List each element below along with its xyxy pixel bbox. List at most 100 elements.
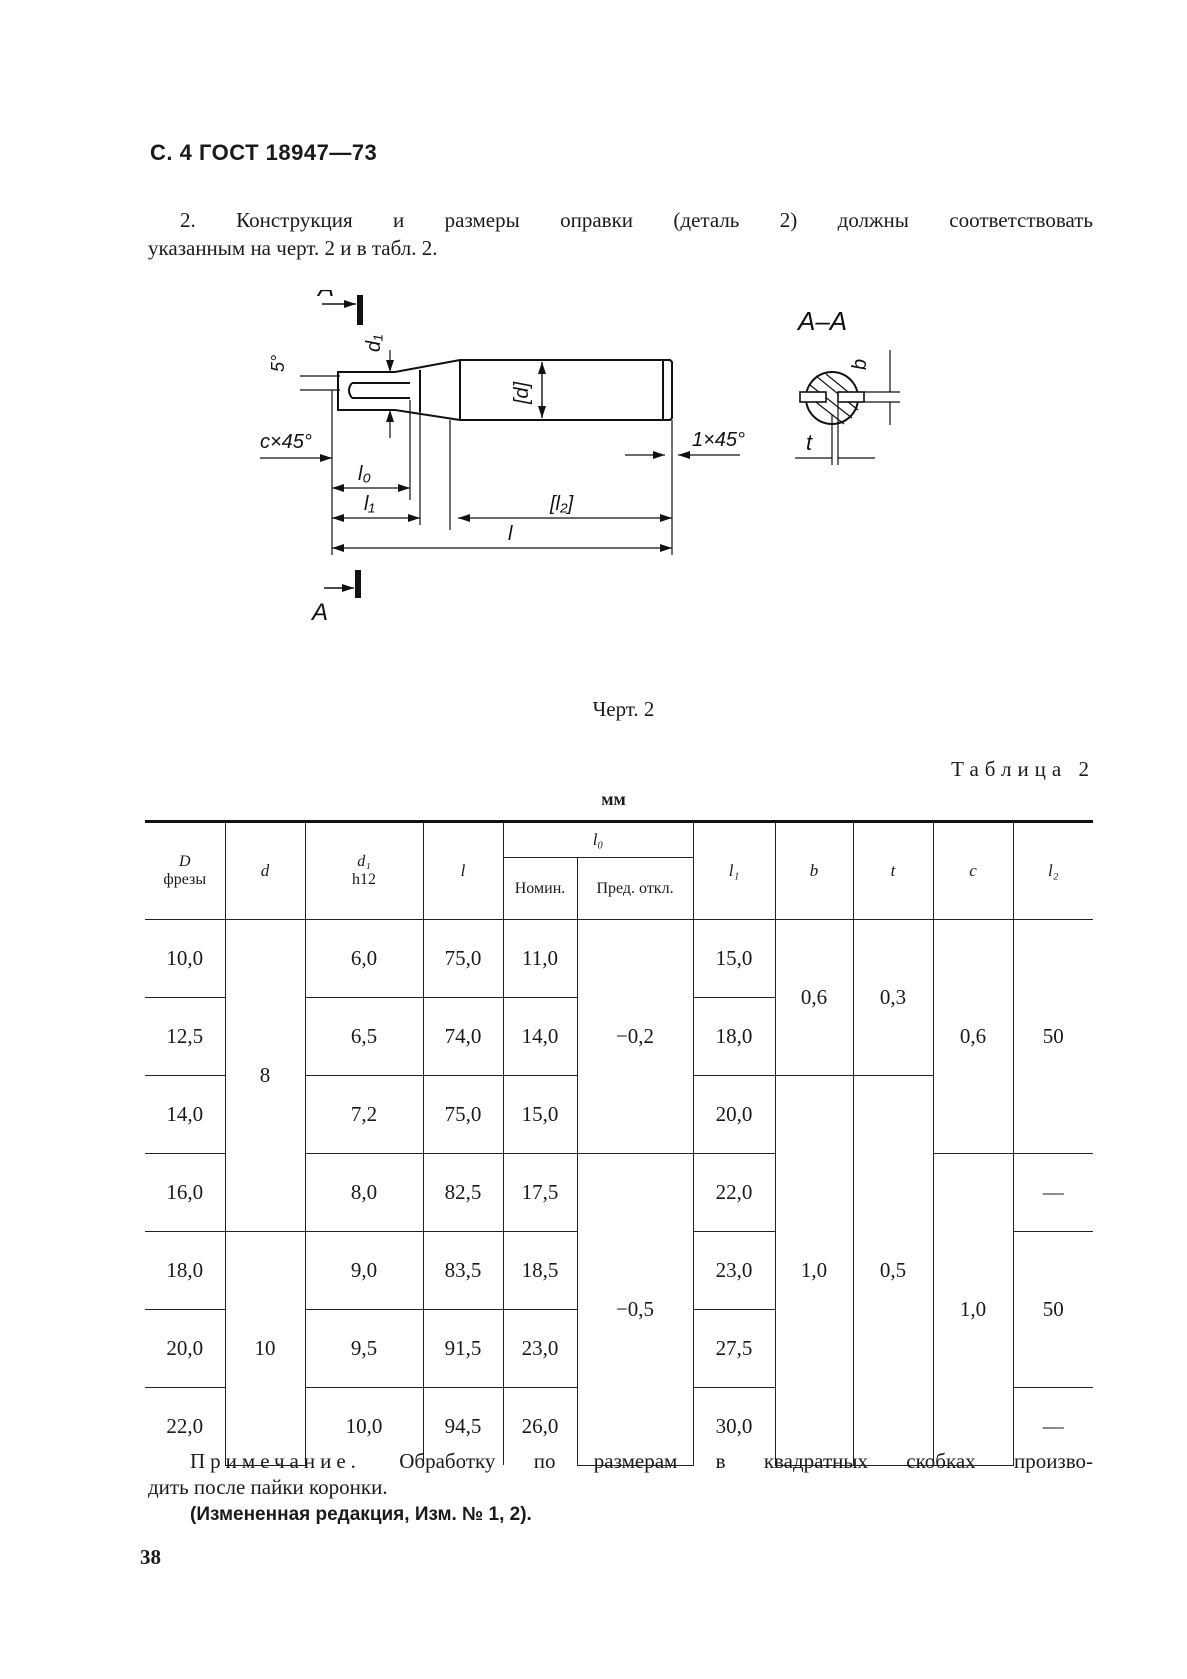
cell-l: 74,0 [422, 997, 504, 1076]
header-t: t [852, 820, 934, 920]
note-label: Примечание. [190, 1449, 361, 1473]
cell-l1: 15,0 [692, 919, 776, 998]
cell-D: 22,0 [145, 1387, 226, 1465]
header-l0: l₀ [502, 820, 694, 858]
cell-d-merged-a: 8 [224, 919, 306, 1232]
note-line-2: дить после пайки коронки. [148, 1475, 388, 1499]
label-chamfer-c: c×45° [260, 431, 312, 453]
cell-D: 16,0 [145, 1153, 226, 1232]
label-t: t [806, 430, 813, 455]
cell-d-merged-b: 10 [224, 1231, 306, 1466]
cell-l0: 18,5 [502, 1231, 578, 1310]
header-d1-symbol: d₁ [357, 853, 371, 870]
header-l0-tol: Пред. откл. [576, 857, 694, 920]
cell-l1: 23,0 [692, 1231, 776, 1310]
figure-caption: Черт. 2 [592, 697, 655, 721]
cell-l1: 18,0 [692, 997, 776, 1076]
cell-t-merged-b: 0,5 [852, 1075, 934, 1466]
table-row: 18,0 10 9,0 83,5 18,5 23,0 50 [145, 1231, 1094, 1466]
label-b: b [849, 359, 871, 370]
cell-l2-merged-a: 50 [1012, 919, 1094, 1154]
cell-d1: 10,0 [304, 1387, 424, 1465]
label-section-view-title: А–А [796, 306, 847, 336]
cell-D: 12,5 [145, 997, 226, 1076]
label-l2: [l₂] [549, 493, 574, 515]
label-section-bottom: А [310, 599, 328, 626]
table-row: 14,0 7,2 75,0 15,0 20,0 1,0 0,5 [145, 1075, 1093, 1466]
cell-tol-merged-b: −0,5 [576, 1153, 694, 1466]
intro-line-1: 2. Конструкция и размеры оправки (деталь… [180, 208, 1093, 232]
table-row: 20,0 9,5 91,5 23,0 27,5 [145, 1309, 1093, 1388]
cell-l0: 23,0 [502, 1309, 578, 1388]
cell-l: 91,5 [422, 1309, 504, 1388]
table-row: 12,5 6,5 74,0 14,0 18,0 [145, 997, 1093, 1076]
cell-l0: 11,0 [502, 919, 578, 998]
slot-end [348, 382, 353, 399]
note-line-1: Примечание. Обработку по размерам в квад… [148, 1448, 1093, 1474]
cell-d1: 9,5 [304, 1309, 424, 1388]
cell-D: 20,0 [145, 1309, 226, 1388]
cell-d1: 7,2 [304, 1075, 424, 1154]
header-l2: l₂ [1012, 820, 1094, 920]
cell-d1: 6,0 [304, 919, 424, 998]
technical-drawing: А А А–А 5° d₁ [d] c×45° 1×45° l₀ l₁ [l₂]… [260, 290, 900, 626]
label-angle: 5° [268, 355, 288, 372]
cell-l0: 17,5 [502, 1153, 578, 1232]
label-d: [d] [511, 381, 533, 405]
label-l1: l₁ [364, 493, 375, 515]
cell-l0: 26,0 [502, 1387, 578, 1465]
cell-d1: 9,0 [304, 1231, 424, 1310]
cell-c-merged-a: 0,6 [932, 919, 1014, 1154]
table-row: 22,0 10,0 94,5 26,0 30,0 — [145, 1387, 1094, 1465]
cell-tol-merged-a: −0,2 [576, 919, 694, 1154]
cell-l0: 15,0 [502, 1075, 578, 1154]
header-D: D фрезы [145, 820, 226, 920]
table-note: Примечание. Обработку по размерам в квад… [148, 1448, 1093, 1500]
cell-b-merged-b: 1,0 [774, 1075, 854, 1466]
header-D-symbol: D [178, 853, 191, 870]
label-l: l [508, 523, 513, 545]
header-d: d [224, 820, 306, 920]
note-text-1: Обработку по размерам в квадратных скобк… [360, 1449, 1093, 1473]
header-b: b [774, 820, 854, 920]
cell-l: 75,0 [422, 919, 504, 998]
cell-l1: 27,5 [692, 1309, 776, 1388]
dimensions-table: D фрезы d d₁ h12 l l₀ l₁ b t c l₂ Номин.… [145, 820, 1094, 1466]
header-d1: d₁ h12 [304, 820, 424, 920]
header-D-sub: фрезы [163, 871, 207, 888]
cell-l: 82,5 [422, 1153, 504, 1232]
header-d1-sub: h12 [352, 871, 376, 888]
cell-D: 14,0 [145, 1075, 226, 1154]
label-d1: d₁ [363, 335, 385, 352]
section-view [795, 350, 900, 465]
cell-l1: 20,0 [692, 1075, 776, 1154]
cell-b-merged-a: 0,6 [774, 919, 854, 1076]
header-l: l [422, 820, 504, 920]
header-c: c [932, 820, 1014, 920]
cell-l: 83,5 [422, 1231, 504, 1310]
intro-paragraph: 2. Конструкция и размеры оправки (деталь… [148, 206, 1093, 262]
table-row: 10,0 8 6,0 75,0 11,0 −0,2 15,0 0,6 0,3 0… [145, 919, 1094, 1232]
amendment-note: (Измененная редакция, Изм. № 1, 2). [190, 1504, 532, 1525]
cell-l2-merged-c: 50 [1012, 1231, 1094, 1388]
cell-l1: 30,0 [692, 1387, 776, 1465]
label-l0: l₀ [358, 463, 371, 485]
header-l0-nom: Номин. [503, 857, 578, 920]
cell-D: 10,0 [145, 919, 226, 998]
page-header: С. 4 ГОСТ 18947—73 [150, 140, 378, 165]
header-l1: l₁ [692, 820, 776, 920]
cell-l0: 14,0 [502, 997, 578, 1076]
page-number: 38 [140, 1545, 161, 1569]
table-title: Таблица 2 [951, 757, 1095, 781]
cell-c-merged-b: 1,0 [932, 1153, 1014, 1466]
cell-d1: 8,0 [304, 1153, 424, 1232]
table-units: мм [601, 789, 626, 809]
cell-l: 94,5 [422, 1387, 504, 1465]
label-section-top: А [316, 290, 334, 302]
label-chamfer-end: 1×45° [692, 429, 745, 451]
intro-line-2: указанным на черт. 2 и в табл. 2. [148, 236, 438, 260]
cell-t-merged-a: 0,3 [852, 919, 934, 1076]
cell-l1: 22,0 [692, 1153, 776, 1232]
cell-l2-merged-b: — [1012, 1153, 1094, 1232]
cell-d1: 6,5 [304, 997, 424, 1076]
